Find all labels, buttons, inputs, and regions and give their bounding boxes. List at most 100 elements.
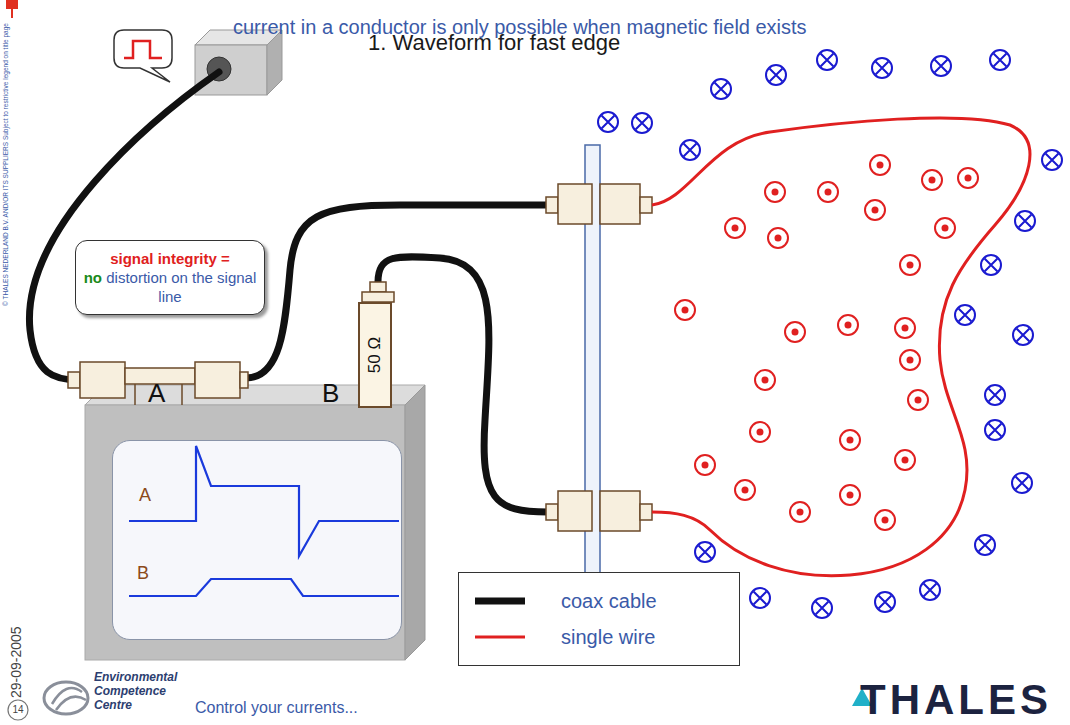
copyright-notice: © THALES NEDERLAND B.V. AND/OR ITS SUPPL… bbox=[2, 23, 9, 306]
page-number-circle bbox=[8, 700, 28, 720]
scope-housing bbox=[85, 405, 405, 660]
field-out-symbol bbox=[840, 485, 860, 505]
coax-cable bbox=[246, 205, 548, 378]
date: 29-09-2005 bbox=[8, 626, 24, 698]
signal-generator bbox=[267, 30, 282, 95]
field-in-symbol bbox=[750, 588, 770, 608]
single-wire bbox=[652, 118, 1030, 576]
field-out-symbol bbox=[750, 422, 770, 442]
ecc-logo bbox=[44, 682, 88, 714]
field-in-symbol bbox=[812, 598, 832, 618]
legend-line-sample bbox=[471, 631, 561, 643]
bnc-connector bbox=[240, 372, 248, 388]
company-logo: THALES bbox=[860, 676, 1052, 724]
field-out-symbol bbox=[765, 182, 785, 202]
signal-generator bbox=[195, 45, 267, 95]
page-number: 14 bbox=[9, 704, 27, 715]
field-out-symbol bbox=[785, 322, 805, 342]
terminator-50-ohm: 50 Ω bbox=[358, 302, 392, 408]
date: 29-09-2005 bbox=[8, 626, 24, 698]
bnc-connector bbox=[362, 292, 394, 302]
bnc-connector bbox=[546, 504, 558, 520]
copyright-notice: © THALES NEDERLAND B.V. AND/OR ITS SUPPL… bbox=[2, 23, 9, 306]
waveform-trace bbox=[129, 446, 399, 556]
field-in-symbol bbox=[817, 50, 837, 70]
bnc-connector bbox=[370, 282, 386, 292]
ecc-logo bbox=[52, 688, 86, 710]
field-in-symbol bbox=[985, 420, 1005, 440]
field-in-symbol bbox=[920, 580, 940, 600]
scope-traces bbox=[113, 441, 400, 638]
corner-icon bbox=[11, 9, 13, 18]
field-in-symbol bbox=[981, 255, 1001, 275]
footer-slogan: Control your currents... bbox=[195, 699, 358, 717]
bnc-connector bbox=[640, 504, 652, 520]
field-out-symbol bbox=[875, 510, 895, 530]
field-out-symbol bbox=[895, 450, 915, 470]
legend-line-sample bbox=[471, 595, 561, 607]
field-out-symbol bbox=[865, 200, 885, 220]
field-out-symbol bbox=[818, 182, 838, 202]
bnc-connector bbox=[546, 197, 558, 213]
bnc-connector bbox=[558, 491, 592, 531]
coax-cable bbox=[378, 257, 548, 512]
callout-text: distortion on the signal line bbox=[106, 269, 256, 305]
field-in-symbol bbox=[975, 535, 995, 555]
subheading: 1. Waveform for fast edge bbox=[368, 30, 620, 56]
scope-housing bbox=[405, 385, 425, 660]
field-out-symbol bbox=[695, 455, 715, 475]
field-out-symbol bbox=[735, 480, 755, 500]
field-in-symbol bbox=[695, 542, 715, 562]
field-in-symbol bbox=[632, 113, 652, 133]
legend-box: coax cable single wire bbox=[458, 572, 740, 666]
footer-slogan: Control your currents... bbox=[195, 699, 358, 716]
bnc-connector bbox=[600, 491, 640, 531]
field-out-symbol bbox=[725, 218, 745, 238]
field-in-symbol bbox=[985, 385, 1005, 405]
field-out-symbol bbox=[790, 502, 810, 522]
callout-text: no bbox=[84, 269, 102, 286]
bnc-connector bbox=[68, 372, 80, 388]
field-out-symbol bbox=[958, 168, 978, 188]
field-out-symbol bbox=[908, 390, 928, 410]
t-connector bbox=[134, 384, 136, 405]
field-in-symbol bbox=[680, 140, 700, 160]
speech-bubble bbox=[114, 30, 172, 82]
field-in-symbol bbox=[1015, 211, 1035, 231]
field-in-symbol bbox=[598, 112, 618, 132]
connector-name: A bbox=[148, 378, 165, 408]
field-in-symbol bbox=[875, 592, 895, 612]
t-connector bbox=[181, 384, 183, 405]
scope-screen: AB bbox=[112, 440, 402, 640]
field-out-symbol bbox=[900, 255, 920, 275]
field-in-symbol bbox=[872, 58, 892, 78]
coax-cable bbox=[29, 72, 219, 380]
connector-name: B bbox=[322, 378, 339, 409]
company-unit: Environmental Competence Centre bbox=[94, 670, 177, 712]
field-out-symbol bbox=[895, 318, 915, 338]
company-logo: THALES bbox=[860, 676, 1052, 723]
callout-box: signal integrity =nodistortion on the si… bbox=[75, 240, 265, 315]
field-out-symbol bbox=[922, 170, 942, 190]
bnc-connector bbox=[195, 362, 240, 398]
company-unit: Environmental Competence Centre bbox=[94, 670, 186, 712]
field-out-symbol bbox=[768, 228, 788, 248]
bnc-connector bbox=[80, 362, 125, 398]
field-in-symbol bbox=[955, 305, 975, 325]
waveform-trace bbox=[129, 579, 399, 596]
legend-text: coax cable bbox=[561, 590, 657, 613]
field-in-symbol bbox=[1012, 473, 1032, 493]
subheading: 1. Waveform for fast edge bbox=[368, 30, 620, 55]
field-in-symbol bbox=[931, 56, 951, 76]
field-out-symbol bbox=[755, 370, 775, 390]
bnc-connector bbox=[640, 197, 652, 213]
field-out-symbol bbox=[838, 315, 858, 335]
field-in-symbol bbox=[990, 50, 1010, 70]
corner-icon bbox=[6, 0, 18, 9]
connector-name: B bbox=[322, 378, 339, 408]
field-out-symbol bbox=[935, 218, 955, 238]
field-out-symbol bbox=[840, 430, 860, 450]
legend-entry: single wire bbox=[471, 619, 727, 655]
field-in-symbol bbox=[1042, 150, 1062, 170]
trace-label: B bbox=[137, 563, 149, 584]
